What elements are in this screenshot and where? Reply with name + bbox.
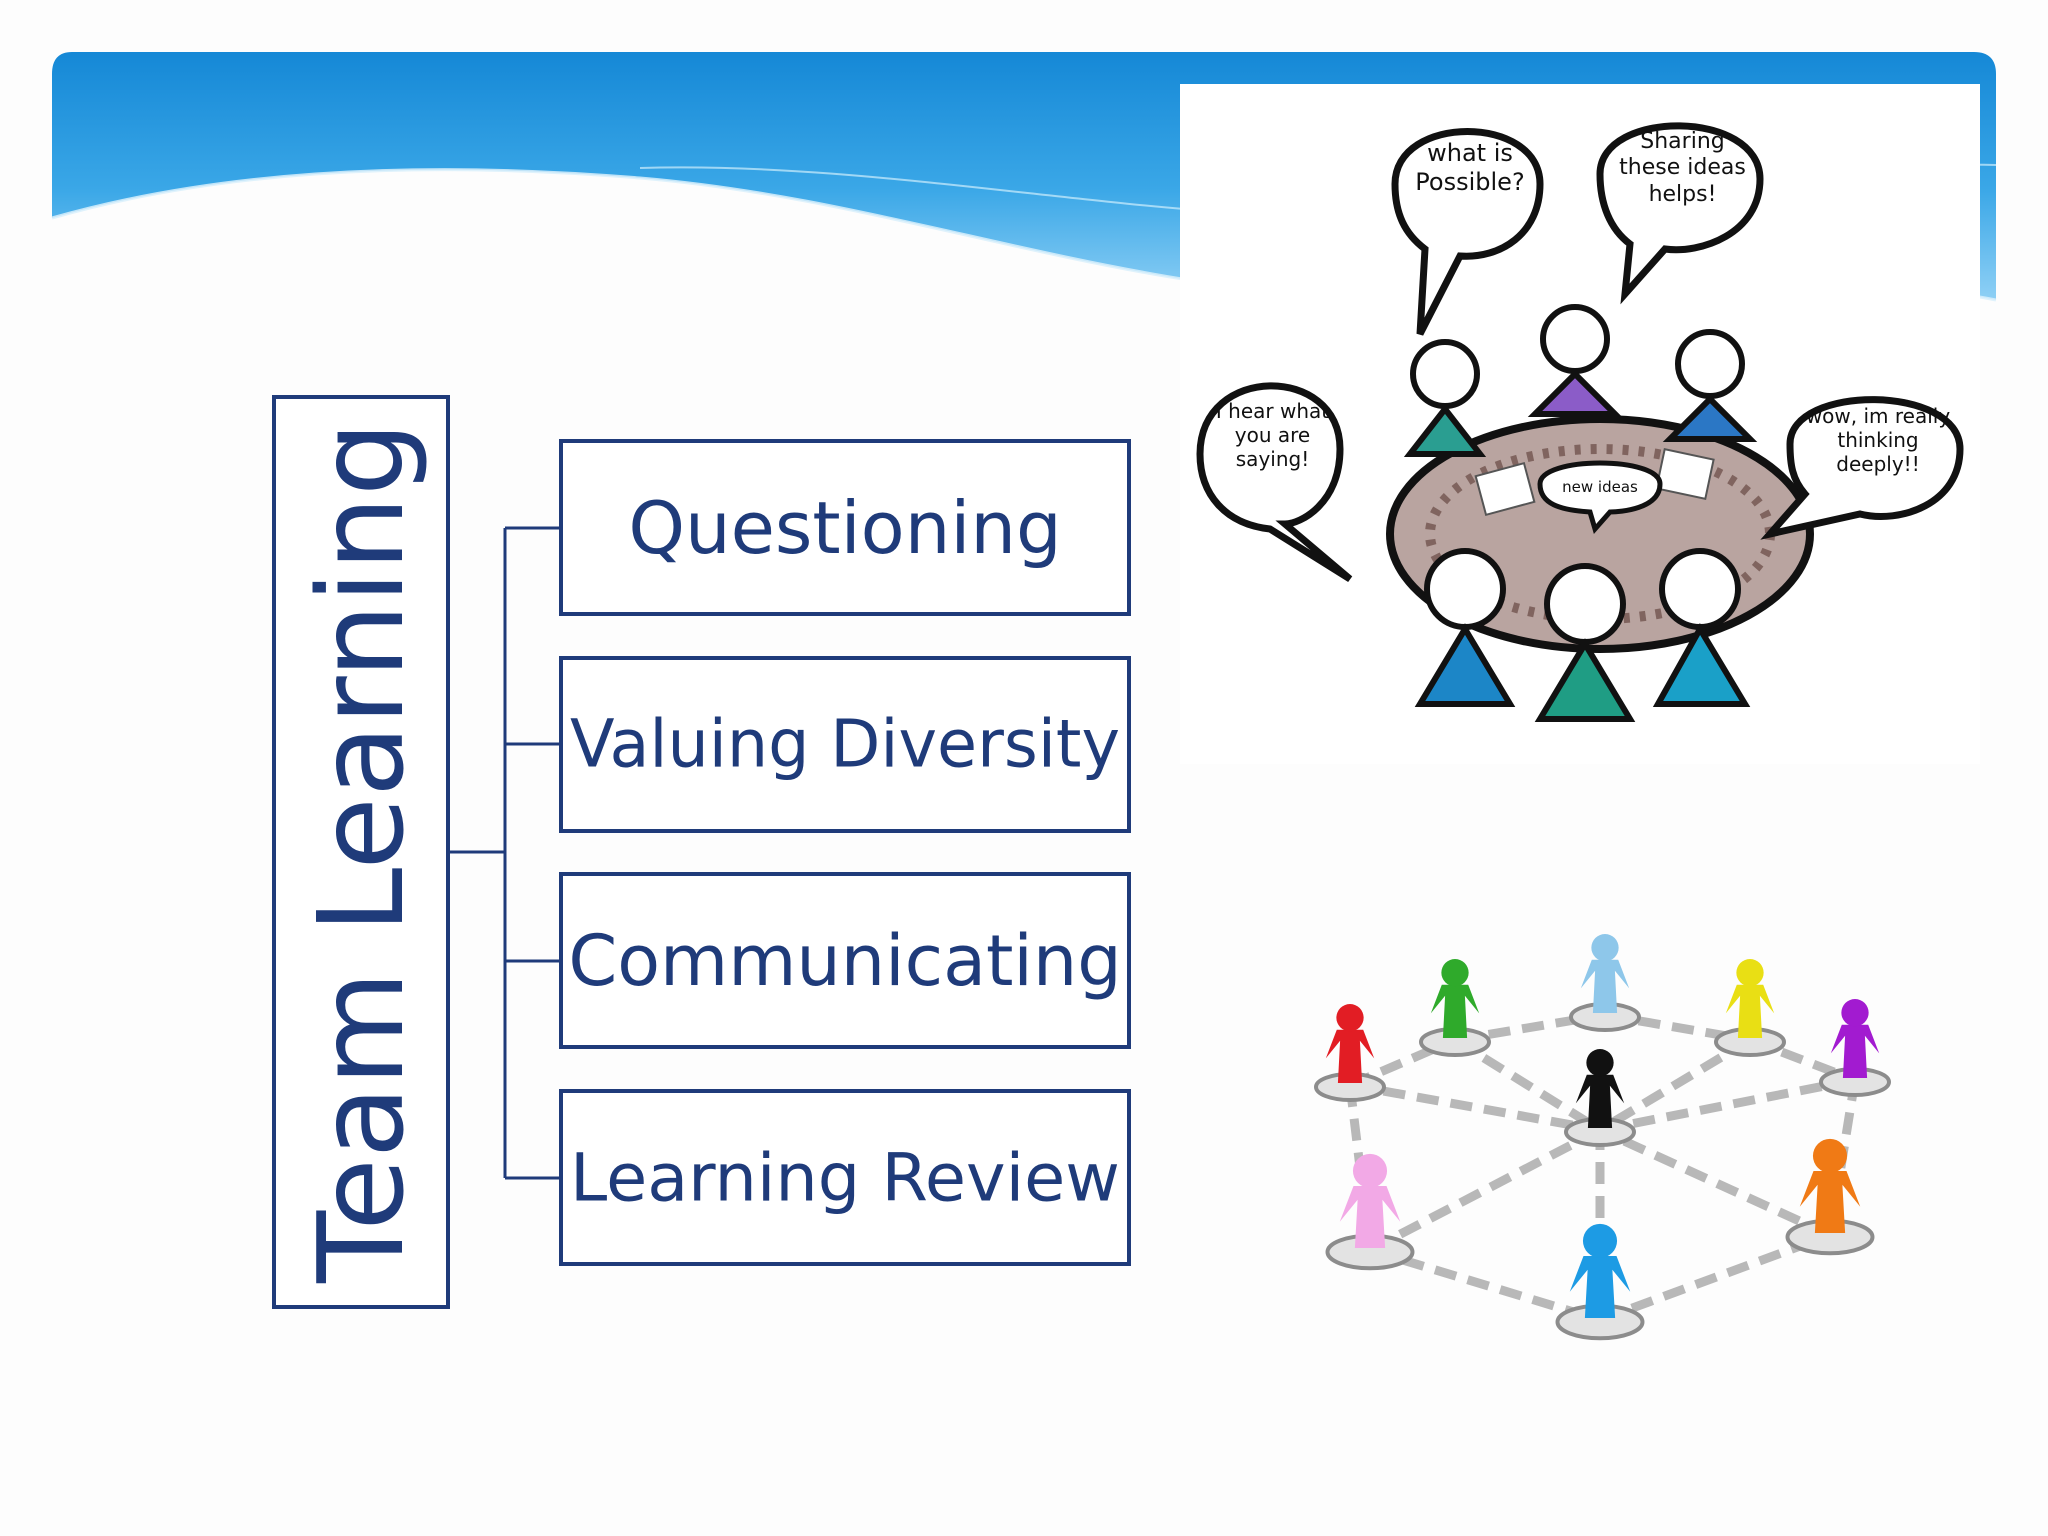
child-label: Learning Review bbox=[570, 1140, 1120, 1217]
bubble-text: new ideas bbox=[1562, 478, 1638, 496]
person-figure bbox=[1555, 1223, 1645, 1341]
person-figure bbox=[1569, 934, 1641, 1032]
child-node-valuing-diversity: Valuing Diversity bbox=[559, 656, 1131, 833]
person-figure bbox=[1314, 1004, 1386, 1102]
person-figure bbox=[1325, 1153, 1415, 1271]
people-network-image bbox=[1314, 934, 1891, 1341]
person-figure bbox=[1714, 959, 1786, 1057]
child-label: Questioning bbox=[628, 486, 1061, 570]
network-link bbox=[1452, 1036, 1603, 1134]
root-label: Team Learning bbox=[292, 421, 430, 1284]
bubble-text: wow, im really thinking deeply!! bbox=[1805, 404, 1951, 476]
network-link bbox=[1598, 1125, 1832, 1240]
child-node-questioning: Questioning bbox=[559, 439, 1131, 616]
speech-bubbles bbox=[1196, 122, 1964, 582]
connector-lines bbox=[450, 526, 561, 1180]
network-link bbox=[1349, 1080, 1601, 1135]
person-figure bbox=[1819, 999, 1891, 1097]
network-link bbox=[1368, 1245, 1602, 1325]
person-figures-front bbox=[1414, 548, 1751, 722]
team-meeting-sketch-image: new ideas what is Pos bbox=[1180, 84, 1980, 764]
root-node: Team Learning bbox=[272, 395, 450, 1309]
network-link bbox=[1597, 1036, 1753, 1134]
person-figure bbox=[1785, 1138, 1875, 1256]
network-link bbox=[1454, 1010, 1606, 1045]
child-label: Valuing Diversity bbox=[570, 706, 1120, 783]
child-node-communicating: Communicating bbox=[559, 872, 1131, 1049]
bubble-text: I hear what you are saying! bbox=[1215, 399, 1330, 471]
bubble-text: what is Possible? bbox=[1415, 139, 1525, 196]
person-figure bbox=[1419, 959, 1491, 1057]
network-link bbox=[1599, 1075, 1856, 1135]
child-node-learning-review: Learning Review bbox=[559, 1089, 1131, 1266]
network-link bbox=[1598, 1230, 1832, 1325]
bubble-text: Sharing these ideas helps! bbox=[1619, 129, 1746, 207]
person-figures-back bbox=[1403, 304, 1758, 457]
network-link bbox=[1367, 1126, 1603, 1254]
person-figure bbox=[1564, 1049, 1636, 1147]
child-label: Communicating bbox=[568, 920, 1121, 1002]
